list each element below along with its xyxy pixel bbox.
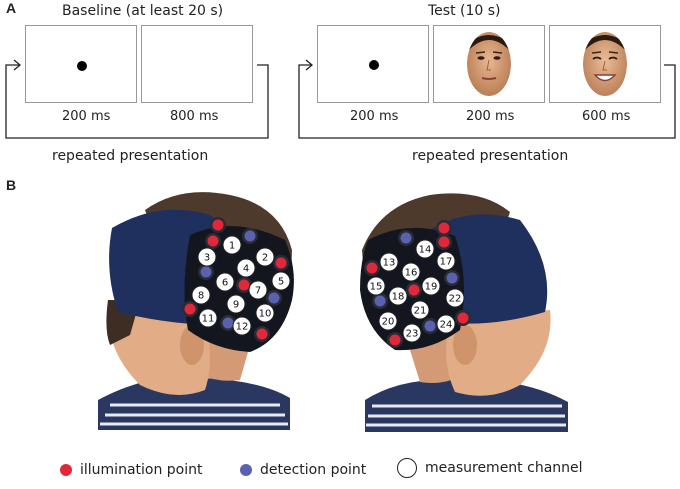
illumination-point <box>182 301 198 317</box>
measurement-channel-15: 15 <box>366 276 386 296</box>
channel-number: 12 <box>236 322 249 333</box>
measurement-channel-7: 7 <box>248 280 268 300</box>
measurement-channel-2: 2 <box>255 247 275 267</box>
illumination-point <box>406 282 422 298</box>
illumination-point <box>205 233 221 249</box>
baseline-duration-2: 800 ms <box>170 109 219 124</box>
measurement-channel-14: 14 <box>415 239 435 259</box>
happy-face-image <box>583 32 627 96</box>
legend-channel: measurement channel <box>397 458 583 478</box>
detection-point-swatch <box>240 464 252 476</box>
illumination-point <box>436 234 452 250</box>
channel-number: 20 <box>382 317 395 328</box>
channel-number: 2 <box>262 253 268 264</box>
measurement-channel-12: 12 <box>232 316 252 336</box>
measurement-channel-swatch <box>397 458 417 478</box>
measurement-channel-6: 6 <box>215 272 235 292</box>
measurement-channel-16: 16 <box>401 262 421 282</box>
measurement-channel-8: 8 <box>191 285 211 305</box>
measurement-channel-11: 11 <box>198 308 218 328</box>
repeat-label-baseline: repeated presentation <box>52 148 209 164</box>
measurement-channel-3: 3 <box>197 247 217 267</box>
test-title: Test (10 s) <box>428 3 501 19</box>
channel-number: 16 <box>405 268 418 279</box>
detection-point <box>422 318 438 334</box>
panel-label-b: B <box>6 177 17 193</box>
baseline-frame-blank <box>141 25 253 103</box>
measurement-channel-23: 23 <box>402 323 422 343</box>
channel-number: 19 <box>425 282 438 293</box>
channel-number: 9 <box>233 300 239 311</box>
legend-detection-label: detection point <box>260 462 367 478</box>
illumination-point <box>364 260 380 276</box>
channel-number: 5 <box>278 277 284 288</box>
test-duration-1: 200 ms <box>350 109 399 124</box>
measurement-channel-21: 21 <box>410 300 430 320</box>
detection-point <box>398 230 414 246</box>
measurement-channel-5: 5 <box>271 271 291 291</box>
channel-number: 23 <box>406 329 419 340</box>
illumination-point <box>236 277 252 293</box>
channel-number: 7 <box>255 286 261 297</box>
baseline-title: Baseline (at least 20 s) <box>62 3 224 19</box>
test-frame-happy-face <box>549 25 661 103</box>
illumination-point <box>254 326 270 342</box>
baseline-frame-fixation <box>25 25 137 103</box>
legend-illumination: illumination point <box>60 462 203 478</box>
measurement-channel-4: 4 <box>236 258 256 278</box>
repeat-label-test: repeated presentation <box>412 148 569 164</box>
measurement-channel-10: 10 <box>255 303 275 323</box>
detection-point <box>266 290 282 306</box>
channel-number: 4 <box>243 264 249 275</box>
channel-number: 15 <box>370 282 383 293</box>
illumination-point <box>436 220 452 236</box>
channel-number: 21 <box>414 306 427 317</box>
channel-number: 17 <box>440 257 453 268</box>
channel-number: 18 <box>392 292 405 303</box>
fixation-dot <box>77 61 87 71</box>
channel-number: 6 <box>222 278 228 289</box>
test-duration-2: 200 ms <box>466 109 515 124</box>
measurement-channel-22: 22 <box>445 288 465 308</box>
measurement-channel-13: 13 <box>379 252 399 272</box>
test-duration-3: 600 ms <box>582 109 631 124</box>
illumination-point <box>455 310 471 326</box>
measurement-channel-9: 9 <box>226 294 246 314</box>
detection-point <box>444 270 460 286</box>
detection-point <box>220 315 236 331</box>
test-frame-fixation <box>317 25 429 103</box>
detection-point <box>198 264 214 280</box>
detection-point <box>372 293 388 309</box>
illumination-point <box>273 255 289 271</box>
measurement-channel-18: 18 <box>388 286 408 306</box>
detection-point <box>242 228 258 244</box>
legend-channel-label: measurement channel <box>425 460 583 476</box>
baseline-duration-1: 200 ms <box>62 109 111 124</box>
channel-number: 22 <box>449 294 462 305</box>
measurement-channel-1: 1 <box>222 235 242 255</box>
measurement-channel-19: 19 <box>421 276 441 296</box>
channel-number: 8 <box>198 291 204 302</box>
channel-number: 3 <box>204 253 210 264</box>
channel-number: 10 <box>259 309 272 320</box>
panel-label-a: A <box>6 0 17 16</box>
test-frame-neutral-face <box>433 25 545 103</box>
illumination-point-swatch <box>60 464 72 476</box>
legend-detection: detection point <box>240 462 366 478</box>
channel-number: 14 <box>419 245 432 256</box>
illumination-point <box>210 217 226 233</box>
measurement-channel-20: 20 <box>378 311 398 331</box>
channel-number: 1 <box>229 241 235 252</box>
channel-number: 11 <box>202 314 215 325</box>
measurement-channel-17: 17 <box>436 251 456 271</box>
illumination-point <box>387 332 403 348</box>
neutral-face-image <box>467 32 511 96</box>
legend-illumination-label: illumination point <box>80 462 203 478</box>
fixation-dot <box>369 60 379 70</box>
measurement-channel-24: 24 <box>436 314 456 334</box>
channel-number: 13 <box>383 258 396 269</box>
channel-number: 24 <box>440 320 453 331</box>
